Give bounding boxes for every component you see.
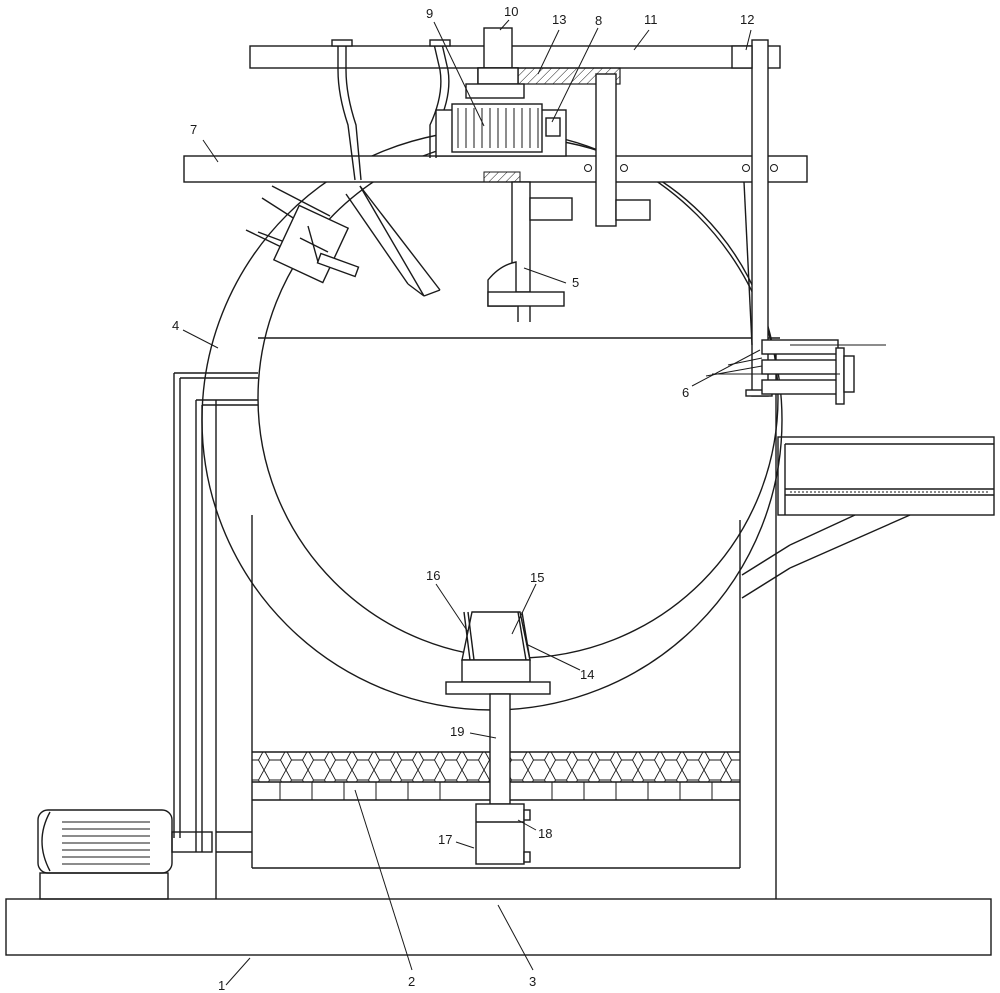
motor: [37, 809, 213, 900]
label-3: 3: [529, 974, 536, 989]
upper-crossbar: [249, 45, 781, 69]
label-17: 17: [438, 832, 452, 847]
label-11: 11: [644, 12, 658, 27]
left-support-frame: [173, 372, 258, 899]
label-18: 18: [538, 826, 552, 841]
label-15: 15: [530, 570, 544, 585]
label-19: 19: [450, 724, 464, 739]
label-6: 6: [682, 385, 689, 400]
label-5: 5: [572, 275, 579, 290]
inclined-chute: [345, 185, 441, 297]
base-plate: [5, 898, 992, 956]
fan-assembly: [245, 185, 360, 284]
label-8: 8: [595, 13, 602, 28]
scraper: [487, 181, 573, 322]
label-10: 10: [504, 4, 518, 19]
leader-lines: [182, 19, 761, 986]
bottom-outlet: [445, 611, 551, 695]
label-16: 16: [426, 568, 440, 583]
gear-assembly: [435, 27, 651, 227]
label-9: 9: [426, 6, 433, 21]
label-14: 14: [580, 667, 594, 682]
discharge-tray: [777, 436, 995, 516]
label-1: 1: [218, 978, 225, 993]
label-7: 7: [190, 122, 197, 137]
label-13: 13: [552, 12, 566, 27]
reference-labels: 1 2 3 4 5 6 7 8 9 10 11 12 13 14 15 16 1…: [172, 4, 754, 993]
label-12: 12: [740, 12, 754, 27]
right-support-frame: [741, 340, 911, 899]
right-rod-assembly: [705, 39, 886, 405]
label-2: 2: [408, 974, 415, 989]
label-4: 4: [172, 318, 179, 333]
lifting-cylinder: [475, 693, 531, 865]
